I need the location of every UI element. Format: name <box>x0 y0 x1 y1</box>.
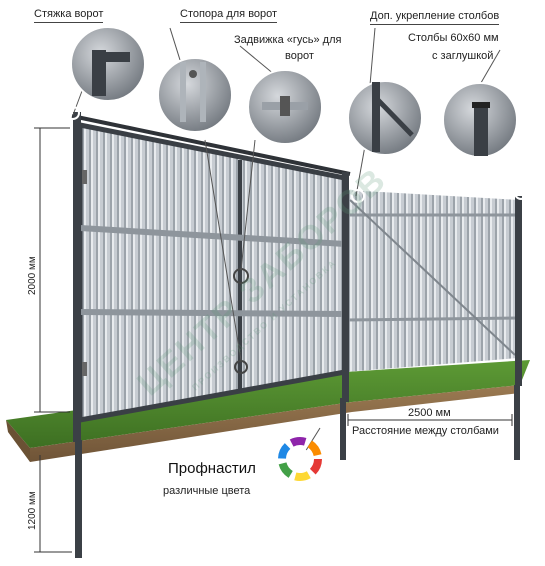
dimension-lines <box>34 127 513 553</box>
callout-stoppers <box>157 57 233 133</box>
callout-latch <box>247 69 323 145</box>
callout-reinforce <box>347 80 423 156</box>
label-gate-latch-1: Задвижка «гусь» для <box>234 34 342 46</box>
label-gate-latch-2: ворот <box>285 50 314 62</box>
underground-posts <box>75 385 520 558</box>
fence-section <box>344 190 522 386</box>
label-span: 2500 мм <box>408 407 451 419</box>
label-height-post: 1200 мм <box>27 491 38 530</box>
leader-lines <box>66 27 528 461</box>
callout-tie <box>70 26 146 102</box>
label-colors: различные цвета <box>163 485 251 497</box>
ground <box>6 360 530 462</box>
label-posts-1: Столбы 60х60 мм <box>408 32 499 44</box>
label-gate-stoppers: Стопора для ворот <box>180 8 278 23</box>
label-posts-2: с заглушкой <box>432 50 494 62</box>
color-wheel <box>278 437 322 481</box>
label-span-desc: Расстояние между столбами <box>352 425 499 437</box>
callout-posts <box>442 82 518 158</box>
label-post-reinforce: Доп. укрепление столбов <box>370 10 500 25</box>
label-height-gate: 2000 мм <box>27 256 38 295</box>
label-gate-tie: Стяжка ворот <box>34 8 104 23</box>
label-profnastil: Профнастил <box>168 460 256 477</box>
